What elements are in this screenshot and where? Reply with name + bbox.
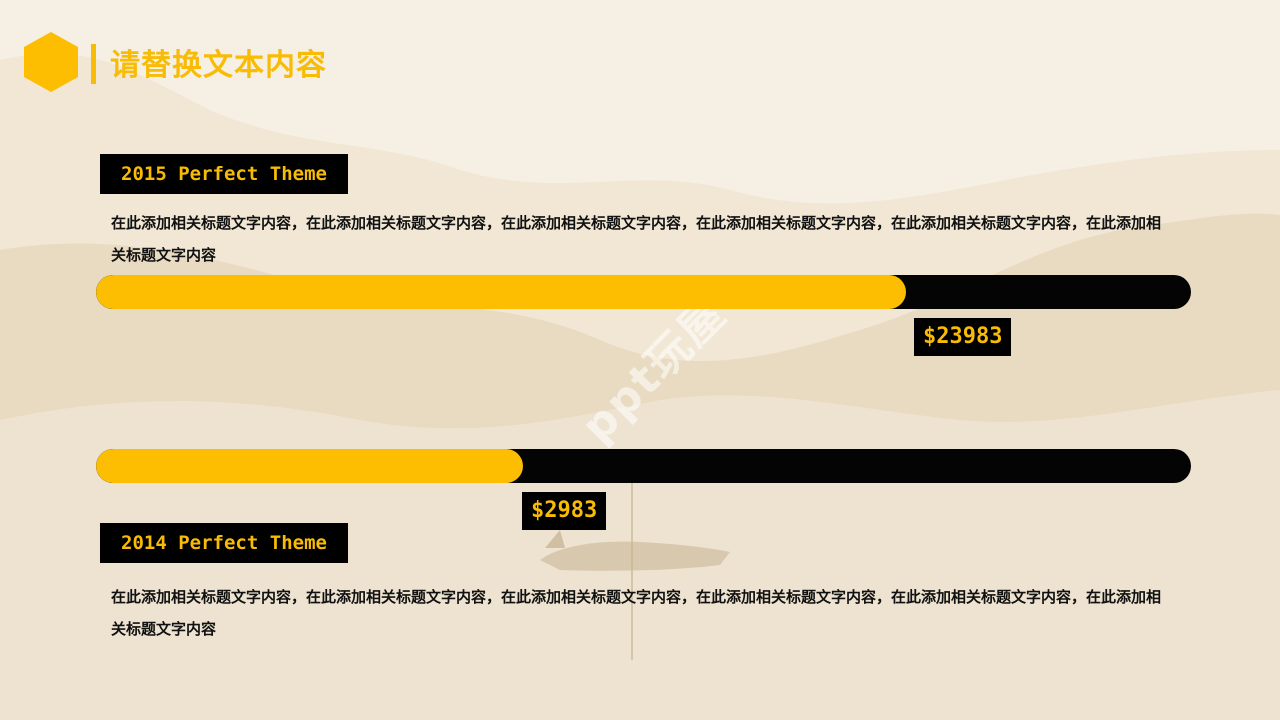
progress-bar-2015 [96, 275, 1191, 309]
progress-fill-2014 [96, 449, 524, 483]
hexagon-icon [24, 32, 78, 92]
progress-fill-2015 [96, 275, 907, 309]
section-description-2014: 在此添加相关标题文字内容，在此添加相关标题文字内容，在此添加相关标题文字内容，在… [111, 588, 1162, 638]
section-label-2014: 2014 Perfect Theme [100, 523, 348, 563]
title-accent-bar [91, 44, 96, 84]
value-badge-2014: $2983 [522, 492, 607, 530]
progress-bar-2014 [96, 449, 1191, 483]
section-label-2015: 2015 Perfect Theme [100, 154, 348, 194]
section-description-2015: 在此添加相关标题文字内容，在此添加相关标题文字内容，在此添加相关标题文字内容，在… [111, 214, 1162, 264]
page-title: 请替换文本内容 [110, 48, 327, 83]
value-badge-2015: $23983 [914, 318, 1012, 356]
